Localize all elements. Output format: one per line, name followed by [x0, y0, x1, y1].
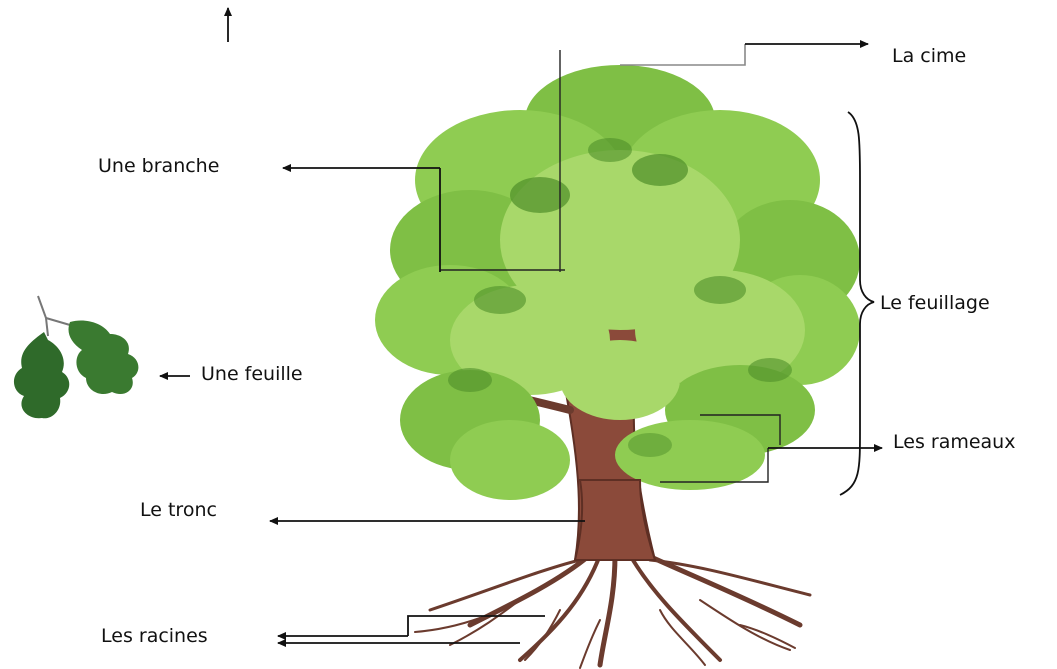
label-branche: Une branche [98, 155, 219, 177]
trunk-base [575, 480, 655, 560]
label-rameaux: Les rameaux [893, 431, 1015, 453]
label-group-tronc: Le tronc [140, 499, 585, 521]
label-racines: Les racines [101, 625, 208, 647]
roots-illustration [415, 552, 810, 668]
oak-leaves-illustration [14, 296, 138, 418]
label-group-cime: La cime [620, 44, 966, 67]
label-group-feuille: Une feuille [160, 363, 303, 385]
label-tronc: Le tronc [140, 499, 217, 521]
label-feuille: Une feuille [201, 363, 303, 385]
label-feuillage: Le feuillage [880, 292, 990, 314]
label-cime: La cime [892, 45, 966, 67]
